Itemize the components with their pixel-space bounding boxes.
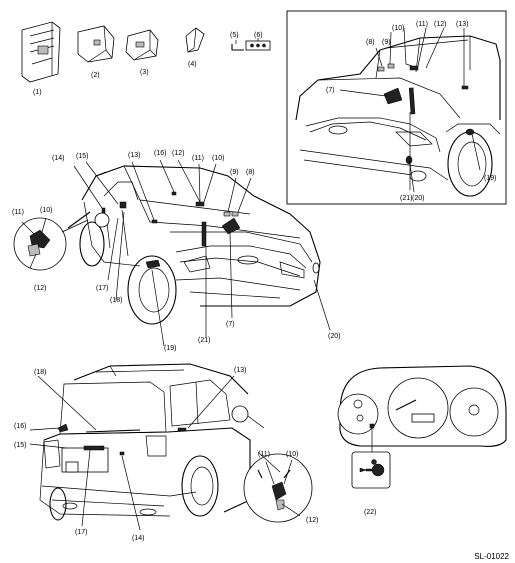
rear-label-17: (17) bbox=[75, 529, 87, 536]
part-4-sensor bbox=[185, 27, 205, 53]
side-label-19: (19) bbox=[164, 345, 176, 352]
side-label-18: (18) bbox=[110, 297, 122, 304]
side-label-15: (15) bbox=[76, 153, 88, 160]
inset-label-10: (10) bbox=[392, 25, 404, 32]
inset-label-21: (21) bbox=[400, 195, 412, 202]
inset-label-11: (11) bbox=[416, 21, 428, 28]
part-5-label: (5) bbox=[230, 32, 239, 39]
inset-label-12: (12) bbox=[434, 21, 446, 28]
side-label-20: (20) bbox=[328, 333, 340, 340]
side-label-11: (11) bbox=[192, 155, 204, 162]
part-2-keyless-module bbox=[77, 25, 115, 63]
side-label-13: (13) bbox=[128, 152, 140, 159]
side-label-12: (12) bbox=[172, 150, 184, 157]
rear-handle-detail bbox=[243, 451, 313, 523]
rear-label-14: (14) bbox=[132, 535, 144, 542]
side-label-16: (16) bbox=[154, 150, 166, 157]
part-6-label: (6) bbox=[254, 32, 263, 39]
side-label-17: (17) bbox=[96, 285, 108, 292]
front-view-inset bbox=[286, 10, 507, 205]
rear-three-quarter-view bbox=[29, 363, 265, 531]
rear-detail-label-12: (12) bbox=[306, 517, 318, 524]
rear-label-16: (16) bbox=[14, 423, 26, 430]
part-1-control-module bbox=[21, 21, 61, 83]
side-label-7: (7) bbox=[226, 321, 235, 328]
part-3-label: (3) bbox=[140, 69, 149, 76]
inset-label-9: (9) bbox=[382, 39, 391, 46]
rear-detail-label-10: (10) bbox=[286, 451, 298, 458]
rear-label-18: (18) bbox=[34, 369, 46, 376]
inset-label-13: (13) bbox=[456, 21, 468, 28]
handle-label-12: (12) bbox=[34, 285, 46, 292]
part-1-label: (1) bbox=[33, 89, 42, 96]
handle-label-10: (10) bbox=[40, 207, 52, 214]
inset-label-19: (19) bbox=[484, 175, 496, 182]
inset-label-8: (8) bbox=[366, 39, 375, 46]
part-3-antenna-unit bbox=[125, 29, 159, 61]
side-label-21: (21) bbox=[198, 337, 210, 344]
rear-label-15: (15) bbox=[14, 442, 26, 449]
combination-meter bbox=[337, 365, 507, 452]
meter-label-22: (22) bbox=[364, 509, 376, 516]
handle-label-11: (11) bbox=[12, 209, 24, 216]
inset-label-7: (7) bbox=[326, 87, 335, 94]
door-handle-detail bbox=[13, 211, 91, 271]
side-label-10: (10) bbox=[212, 155, 224, 162]
side-label-8: (8) bbox=[246, 169, 255, 176]
rear-detail-label-11: (11) bbox=[258, 451, 270, 458]
inset-label-20: (20) bbox=[412, 195, 424, 202]
side-label-9: (9) bbox=[230, 169, 239, 176]
key-indicator-light bbox=[351, 451, 391, 489]
part-5-6-button-switch bbox=[231, 38, 271, 51]
front-three-quarter-view bbox=[73, 159, 331, 347]
side-label-14: (14) bbox=[52, 155, 64, 162]
diagram-code: SL-01022 bbox=[474, 552, 509, 561]
part-4-label: (4) bbox=[188, 61, 197, 68]
part-2-label: (2) bbox=[91, 72, 100, 79]
rear-label-13: (13) bbox=[234, 367, 246, 374]
